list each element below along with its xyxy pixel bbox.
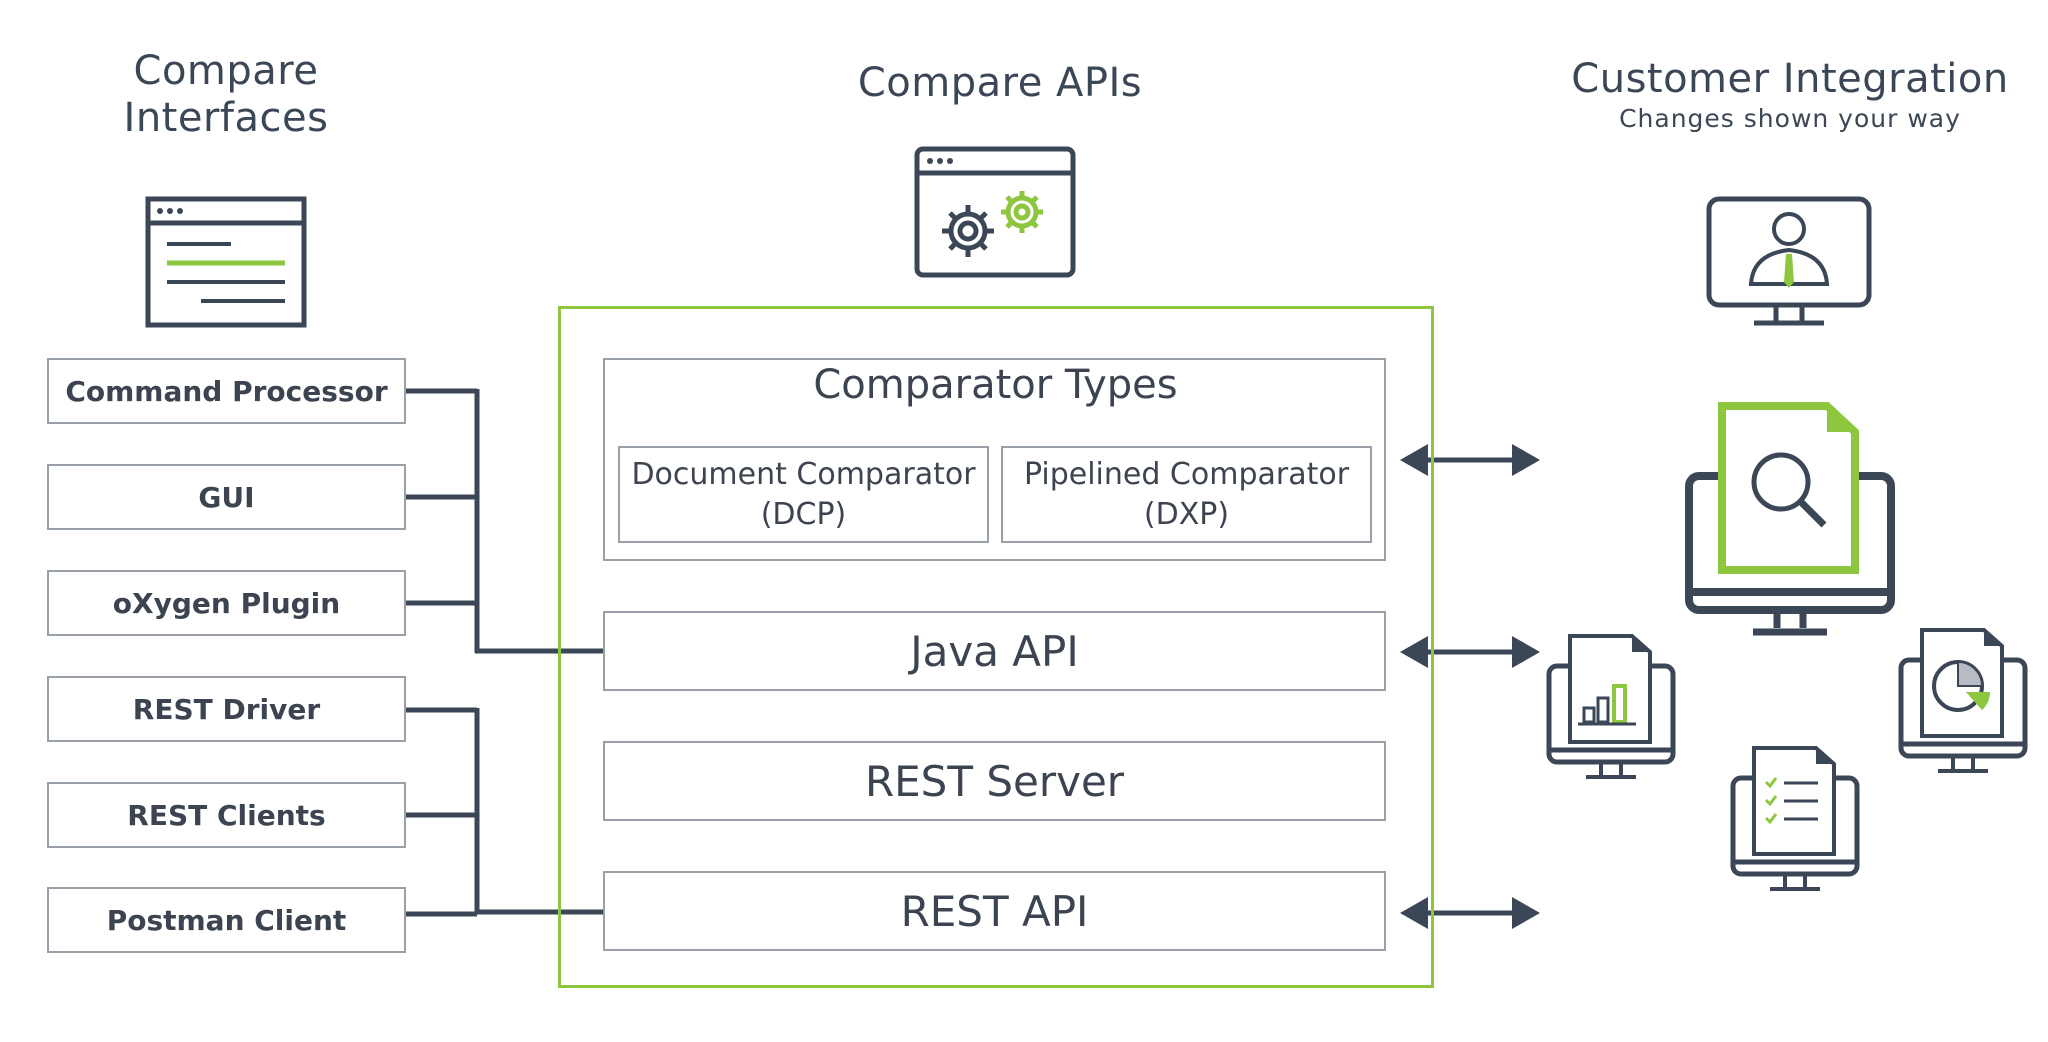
customer-integration-subtitle: Changes shown your way <box>1619 104 1961 133</box>
compare-apis-title: Compare APIs <box>857 60 1143 106</box>
rest-api-box: REST API <box>603 871 1386 951</box>
arrow-rest-api <box>1400 897 1540 929</box>
customer-integration-title: Customer Integration <box>1571 56 2009 102</box>
monitor-presenter-icon <box>1706 196 1872 326</box>
comparator-types-title: Comparator Types <box>813 362 1178 408</box>
compare-apis-frame <box>558 306 1434 988</box>
window-gears-icon <box>914 146 1076 278</box>
java-api-box: Java API <box>603 611 1386 691</box>
window-text-icon <box>145 196 307 328</box>
interface-rest-driver: REST Driver <box>47 676 406 742</box>
document-comparator-code: (DCP) <box>760 496 847 532</box>
monitor-bar-chart-icon <box>1546 634 1676 779</box>
rest-server-box: REST Server <box>603 741 1386 821</box>
interface-gui: GUI <box>47 464 406 530</box>
arrow-java-api <box>1400 636 1540 668</box>
compare-interfaces-title: Compare Interfaces <box>76 48 376 142</box>
interface-oxygen-plugin: oXygen Plugin <box>47 570 406 636</box>
arrow-comparator-types <box>1400 444 1540 476</box>
monitor-checklist-icon <box>1730 746 1860 891</box>
document-comparator-box: Document Comparator (DCP) <box>618 446 989 543</box>
pipelined-comparator-name: Pipelined Comparator <box>1023 456 1350 492</box>
compare-interfaces-title-line1: Compare <box>133 48 319 94</box>
interface-postman-client: Postman Client <box>47 887 406 953</box>
monitor-document-search-icon <box>1685 402 1895 636</box>
document-comparator-name: Document Comparator <box>631 456 976 492</box>
pipelined-comparator-box: Pipelined Comparator (DXP) <box>1001 446 1372 543</box>
interface-command-processor: Command Processor <box>47 358 406 424</box>
compare-interfaces-title-line2: Interfaces <box>123 95 329 141</box>
pipelined-comparator-code: (DXP) <box>1143 496 1230 532</box>
interface-rest-clients: REST Clients <box>47 782 406 848</box>
monitor-pie-chart-icon <box>1898 628 2028 773</box>
